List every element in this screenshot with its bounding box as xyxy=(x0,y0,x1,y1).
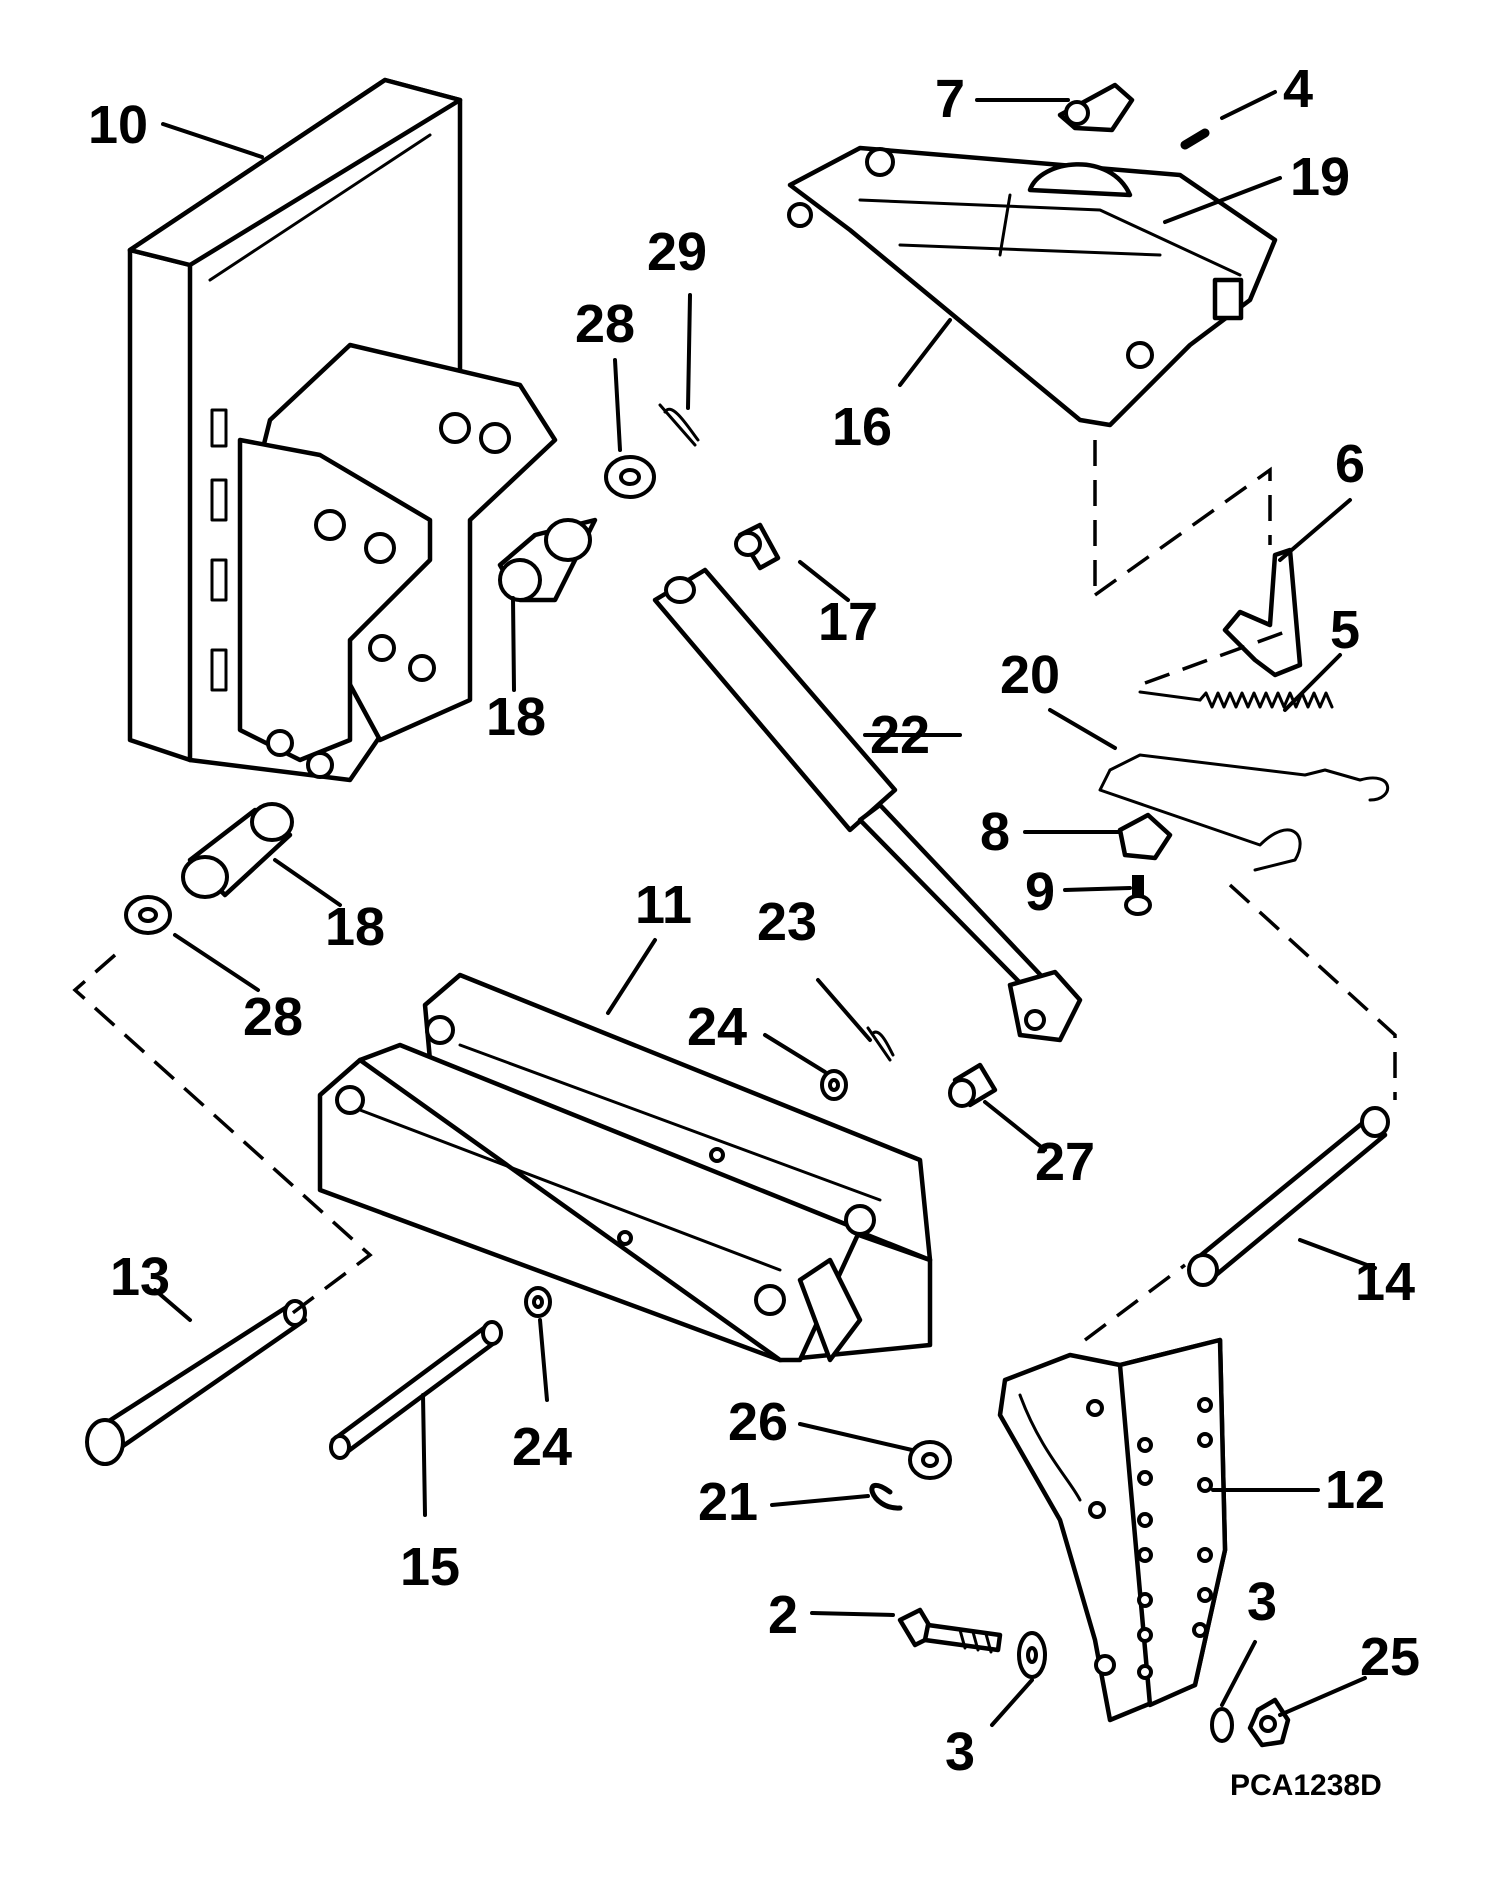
callout-28: 28 xyxy=(575,294,635,354)
callout-16: 16 xyxy=(832,397,892,457)
assembly-lines xyxy=(72,440,1397,1342)
rod-13-part xyxy=(85,1299,308,1466)
callout-7: 7 xyxy=(935,69,965,129)
callout-2: 2 xyxy=(768,1585,798,1645)
cotter-pin-part xyxy=(658,403,700,447)
callout-22: 22 xyxy=(870,705,930,765)
callout-11: 11 xyxy=(635,875,692,935)
callout-26: 26 xyxy=(728,1392,788,1452)
callout-20: 20 xyxy=(1000,645,1060,705)
screw-part xyxy=(1124,875,1152,916)
callout-17: 17 xyxy=(818,592,878,652)
callout-4: 4 xyxy=(1283,59,1313,119)
callout-19: 19 xyxy=(1290,147,1350,207)
callout-12: 12 xyxy=(1325,1460,1385,1520)
adjustment-plate-part xyxy=(997,1337,1228,1723)
short-pin-part xyxy=(734,522,781,571)
washer-small-part xyxy=(820,1069,848,1101)
stern-bracket-part xyxy=(127,77,558,783)
callout-23: 23 xyxy=(757,892,817,952)
gas-spring-part xyxy=(652,567,1083,1043)
washer-part xyxy=(604,455,656,499)
callout-29: 29 xyxy=(647,222,707,282)
callout-27: 27 xyxy=(1035,1132,1095,1192)
callout-6: 6 xyxy=(1335,434,1365,494)
callout-8: 8 xyxy=(980,802,1010,862)
e-clip-part xyxy=(869,1483,903,1511)
callout-5: 5 xyxy=(1330,600,1360,660)
callout-9: 9 xyxy=(1025,862,1055,922)
latch-part xyxy=(1222,547,1303,678)
washer-3-right-part xyxy=(1210,1707,1234,1743)
tilt-lever-part xyxy=(787,145,1278,428)
rod-15-part xyxy=(329,1320,503,1460)
sleeve-lower-part xyxy=(181,802,294,899)
swivel-bracket-part xyxy=(317,972,933,1363)
washer-24-lower-part xyxy=(524,1286,552,1318)
cotter-pin-small-part xyxy=(866,1026,895,1062)
bolt-part xyxy=(897,1607,1003,1654)
rod-14-part xyxy=(1187,1106,1390,1287)
callout-21: 21 xyxy=(698,1472,758,1532)
lock-bar-part xyxy=(1098,753,1389,872)
callout-3-right: 3 xyxy=(1247,1572,1277,1632)
sleeve-upper-part xyxy=(497,517,598,603)
callout-18-lower: 18 xyxy=(325,897,385,957)
clip-part xyxy=(1117,812,1173,861)
callout-24-lower: 24 xyxy=(512,1417,572,1477)
knob-part xyxy=(1057,82,1135,133)
callout-3-lower: 3 xyxy=(945,1722,975,1782)
callout-15: 15 xyxy=(400,1537,460,1597)
washer-26-part xyxy=(908,1440,952,1480)
diagram-code: PCA1238D xyxy=(1230,1769,1382,1802)
callout-28-lower: 28 xyxy=(243,987,303,1047)
pin-27-part xyxy=(948,1062,998,1108)
nut-part xyxy=(1247,1697,1291,1748)
callout-24-upper: 24 xyxy=(687,997,747,1057)
small-pin-part xyxy=(1180,128,1210,150)
callout-14: 14 xyxy=(1355,1252,1415,1312)
callout-13: 13 xyxy=(110,1247,170,1307)
callout-18-upper: 18 xyxy=(486,687,546,747)
leader-lines xyxy=(153,90,1377,1727)
spring-part xyxy=(1138,690,1334,709)
washer-3-left-part xyxy=(1017,1631,1047,1679)
callout-labels: 10 7 4 19 29 28 16 6 17 5 22 20 18 8 9 1… xyxy=(88,59,1420,1782)
callout-10: 10 xyxy=(88,95,148,155)
washer-lower-part xyxy=(124,895,172,935)
callout-25: 25 xyxy=(1360,1627,1420,1687)
